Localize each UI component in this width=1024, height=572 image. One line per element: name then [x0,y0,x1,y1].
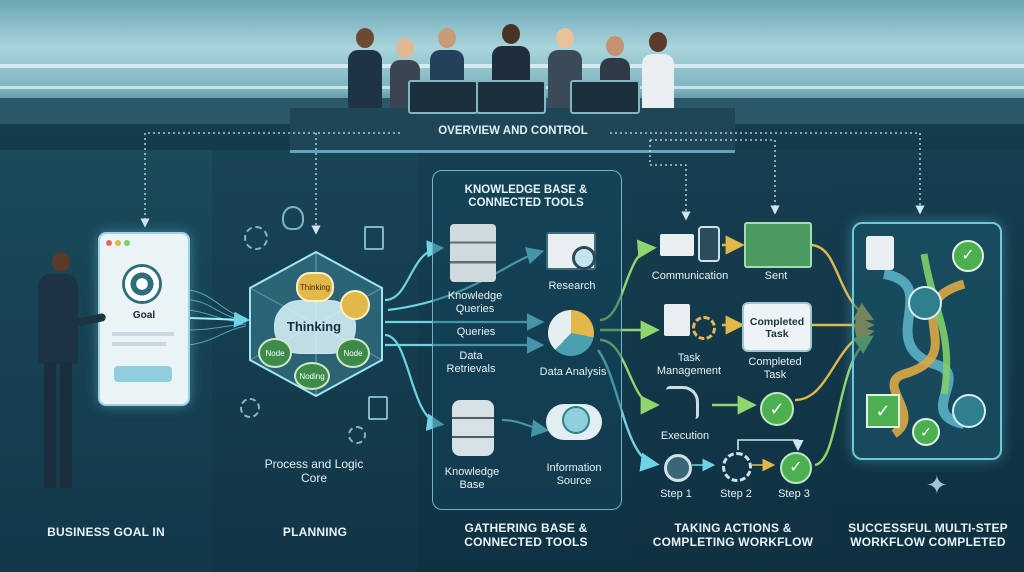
core-node-bottom-label: Noding [299,371,325,381]
check-circle-icon: ✓ [780,452,812,484]
data-retrievals-label: Data Retrievals [446,350,496,375]
window-dot-icon [124,240,130,246]
presenter-leg [44,362,56,488]
stage-label-gathering: GATHERING BASE & CONNECTED TOOLS [464,521,588,549]
gear-icon [240,398,260,418]
data-analysis-label: Data Analysis [539,366,607,378]
window-dot-icon [106,240,112,246]
goal-label: Goal [132,310,156,321]
sent-envelope-icon [744,222,812,268]
queries-label: Queries [456,326,496,338]
step2-label: Step 2 [720,488,752,500]
stage-label-actions: TAKING ACTIONS & COMPLETING WORKFLOW [652,521,814,549]
smartphone-icon [698,226,720,262]
completed-card-label: Completed Task [749,316,805,341]
gear-icon [692,316,716,340]
checklist-icon [364,226,384,250]
database-icon [452,400,494,456]
stage-column-actions [632,150,832,572]
knowledge-panel [432,170,622,510]
brain-icon [282,206,304,230]
completed-task-label: Completed Task [748,356,802,381]
mail-icon [660,234,694,256]
gear-icon [244,226,268,250]
information-source-label: Information Source [546,462,602,487]
core-caption: Process and Logic Core [264,457,364,485]
kb-queries-label: Knowledge Queries [447,290,503,315]
core-node-bottom: Noding [294,362,330,390]
core-node-top: Thinking [296,272,334,302]
globe-icon [908,286,942,320]
knowledge-base-label: Knowledge Base [444,466,500,491]
monitor-icon [476,80,546,114]
completed-task-card: Completed Task [742,302,812,352]
pie-chart-icon [548,310,594,356]
check-circle-icon: ✓ [952,240,984,272]
control-desk [290,108,735,153]
clipboard-icon [866,236,894,270]
gear-icon [348,426,366,444]
core-node-right: Node [336,338,370,368]
core-node-left: Node [258,338,292,368]
monitor-icon [570,80,640,114]
gear-icon [722,452,752,482]
presenter-head [52,252,70,272]
stage-label-planning: PLANNING [282,525,348,539]
core-node-right-label: Node [343,348,363,358]
check-square-icon: ✓ [866,394,900,428]
overview-label: OVERVIEW AND CONTROL [438,125,588,137]
knowledge-title: KNOWLEDGE BASE & CONNECTED TOOLS [464,184,588,210]
server-icon [450,224,496,282]
stage-column-gathering [418,150,632,572]
window-dot-icon [115,240,121,246]
supervisor-person [642,32,674,112]
core-center-label: Thinking [286,319,342,334]
goal-phone: Goal [98,232,190,406]
checklist-icon [368,396,388,420]
presenter-leg [60,362,72,488]
target-icon [122,264,162,304]
text-line [112,342,166,346]
communication-label: Communication [651,270,729,282]
check-circle-icon: ✓ [912,418,940,446]
magnifier-icon [572,246,596,270]
stage-label-goal: BUSINESS GOAL IN [47,525,165,539]
globe-icon [952,394,986,428]
step1-label: Step 1 [660,488,692,500]
core-node-left-label: Node [265,348,285,358]
core-node-yellow [340,290,370,320]
text-line [112,332,174,336]
task-management-label: Task Management [656,352,722,377]
presenter-body [38,274,78,364]
globe-icon [562,406,590,434]
stage-column-planning [212,150,418,572]
clipboard-icon [664,304,690,336]
research-label: Research [548,280,596,292]
magnifier-icon [664,454,692,482]
core-node-top-label: Thinking [299,282,331,292]
sent-label: Sent [764,270,788,282]
robot-arm-icon [666,386,699,419]
goal-submit-button[interactable] [114,366,172,382]
check-circle-icon: ✓ [760,392,794,426]
execution-label: Execution [660,430,710,442]
step3-label: Step 3 [778,488,810,500]
stage-label-success: SUCCESSFUL MULTI-STEP WORKFLOW COMPLETED [848,521,1008,549]
sparkle-icon: ✦ [926,470,948,500]
supervisor-person [348,28,382,108]
